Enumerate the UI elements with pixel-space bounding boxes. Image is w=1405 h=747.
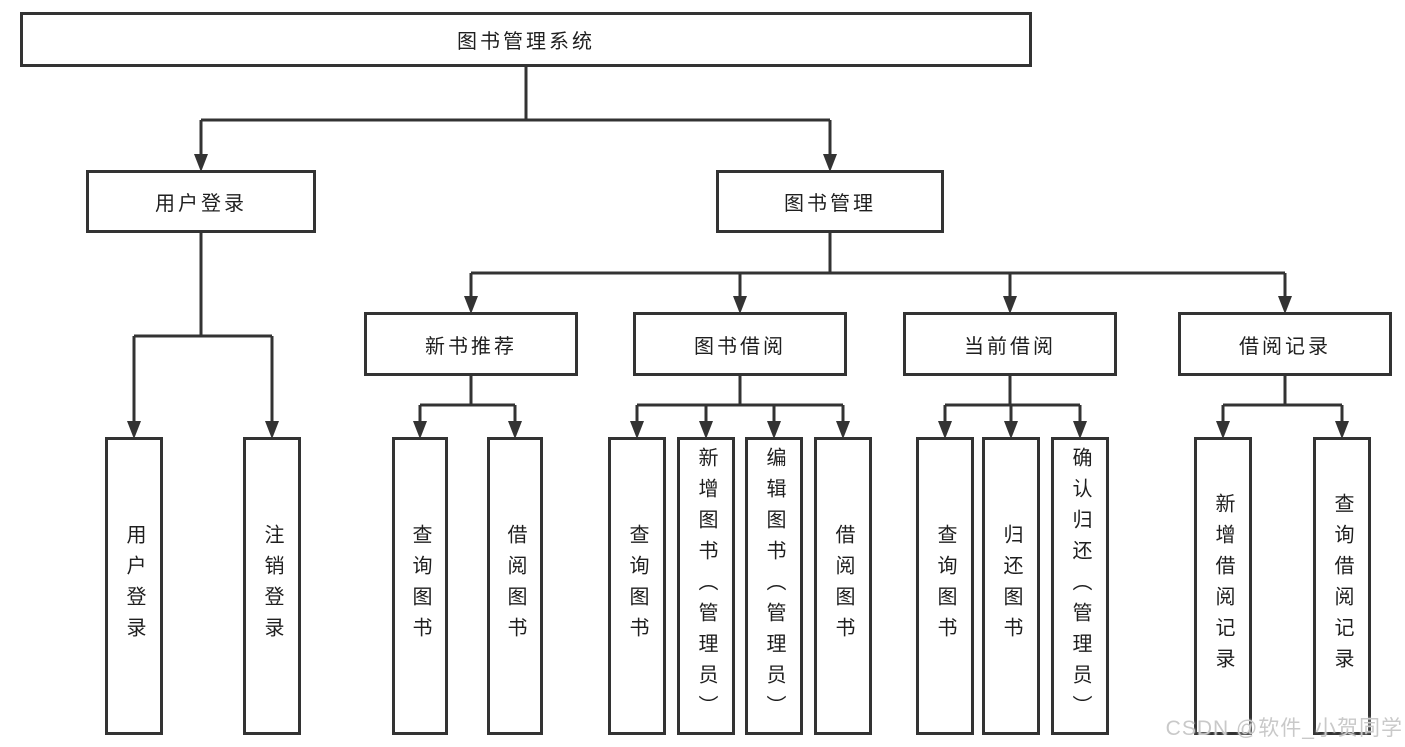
leaf-add-book-admin: 新增图书（管理员） [677,437,735,735]
connector-current-borrow-branch [938,376,1087,439]
leaf-edit-book-admin: 编辑图书（管理员） [745,437,803,735]
node-user-login: 用户登录 [86,170,316,233]
node-library-system: 图书管理系统 [20,12,1032,67]
leaf-query-books-borrow: 查询图书 [608,437,666,735]
csdn-watermark: CSDN @软件_小贺同学 [1165,717,1403,740]
node-borrow-records: 借阅记录 [1178,312,1392,376]
leaf-return-book: 归还图书 [982,437,1040,735]
node-book-management: 图书管理 [716,170,944,233]
connector-borrow-records-branch [1216,376,1349,439]
leaf-borrow-books-newbook: 借阅图书 [487,437,543,735]
leaf-user-login: 用户登录 [105,437,163,735]
leaf-logout: 注销登录 [243,437,301,735]
leaf-add-borrow-record: 新增借阅记录 [1194,437,1252,735]
node-new-book-recommend: 新书推荐 [364,312,578,376]
connector-new-book-branch [413,376,522,439]
leaf-query-books-newbook: 查询图书 [392,437,448,735]
leaf-query-borrow-record: 查询借阅记录 [1313,437,1371,735]
connector-book-borrow-branch [630,376,850,439]
node-book-borrow: 图书借阅 [633,312,847,376]
connector-root-to-level2 [194,67,837,172]
connector-user-login-branch [127,233,279,439]
connector-book-management-branch [464,233,1292,314]
leaf-query-books-current: 查询图书 [916,437,974,735]
node-current-borrow: 当前借阅 [903,312,1117,376]
leaf-borrow-books-borrow: 借阅图书 [814,437,872,735]
leaf-confirm-return-admin: 确认归还（管理员） [1051,437,1109,735]
